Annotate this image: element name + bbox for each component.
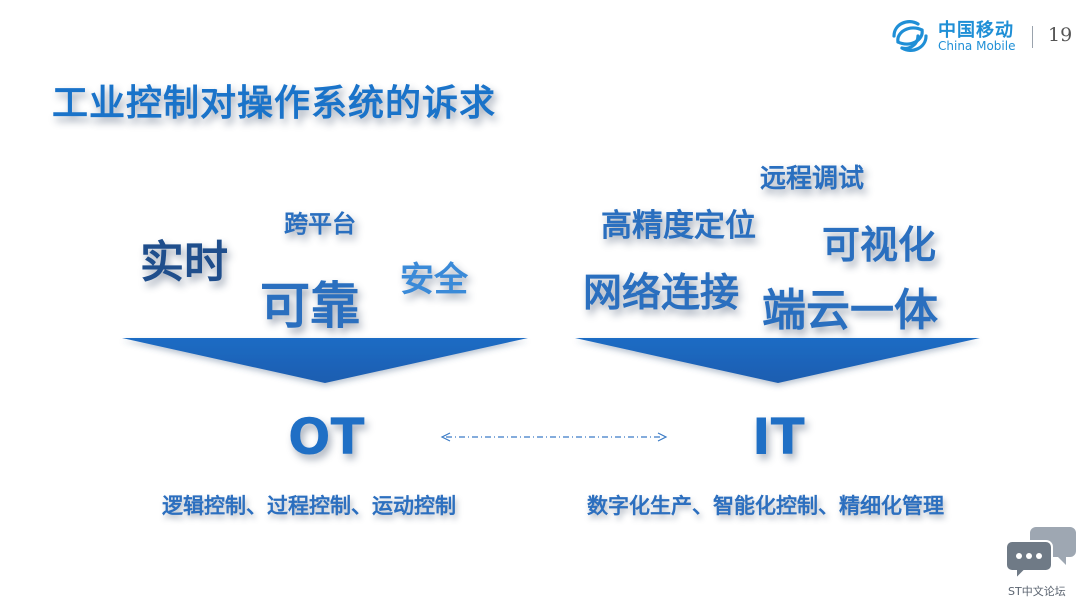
china-mobile-logo-icon <box>892 20 928 52</box>
keyword-realtime: 实时 <box>140 237 228 288</box>
keyword-edge-cloud: 端云一体 <box>762 285 938 336</box>
keyword-secure: 安全 <box>400 260 468 300</box>
chat-bubbles-icon <box>1006 527 1076 581</box>
ot-funnel-arrow <box>122 338 528 383</box>
keyword-network: 网络连接 <box>583 271 740 316</box>
slide-title: 工业控制对操作系统的诉求 <box>52 83 497 124</box>
it-label: IT <box>752 408 805 466</box>
connector-right-arrowhead <box>657 432 668 442</box>
connector-left-arrowhead <box>440 432 451 442</box>
brand-header: 中国移动 China Mobile 19 <box>888 14 1078 58</box>
page-number: 19 <box>1048 24 1073 46</box>
keyword-remote-debug: 远程调试 <box>760 164 865 194</box>
ot-description: 逻辑控制、过程控制、运动控制 <box>162 494 456 518</box>
it-description: 数字化生产、智能化控制、精细化管理 <box>587 494 944 518</box>
it-funnel-arrow <box>575 338 980 383</box>
keyword-precise-positioning: 高精度定位 <box>601 208 756 244</box>
logo-english-name: China Mobile <box>938 39 1016 53</box>
logo-chinese-name: 中国移动 <box>938 20 1014 41</box>
keyword-cross-platform: 跨平台 <box>284 210 356 238</box>
keyword-visualization: 可视化 <box>822 223 937 267</box>
keyword-reliable: 可靠 <box>260 277 360 335</box>
forum-watermark: ST中文论坛 <box>1006 523 1078 603</box>
ot-label: OT <box>288 408 365 466</box>
forum-watermark-text: ST中文论坛 <box>1008 585 1066 598</box>
header-divider <box>1032 26 1033 48</box>
